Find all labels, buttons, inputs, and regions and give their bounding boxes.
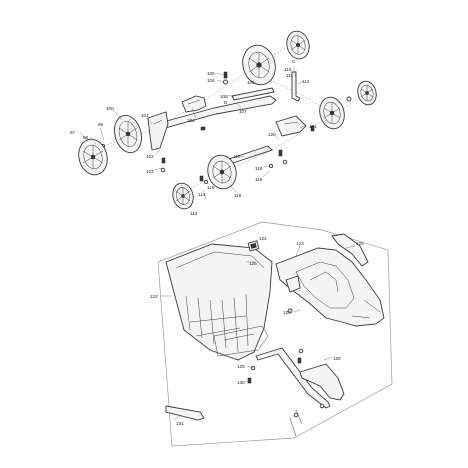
- callout-114: 114: [198, 192, 206, 197]
- callout-117: 117: [233, 154, 241, 159]
- warning-label: [247, 240, 260, 252]
- callout-C: C: [292, 59, 296, 64]
- callout-100: 100: [106, 106, 114, 111]
- lower-handle-rod: [255, 347, 345, 437]
- callout-120: 120: [268, 132, 276, 137]
- callout-115: 115: [207, 185, 215, 190]
- callout-128: 128: [333, 356, 341, 361]
- callout-111: 111: [286, 73, 293, 78]
- callout-127: 127: [283, 310, 291, 315]
- callout-106: 106: [207, 78, 215, 83]
- fasteners-lower: [247, 308, 325, 418]
- wheel-front-right-outer: [357, 80, 377, 106]
- callout-104: 104: [187, 118, 195, 123]
- wheel-rear-right-outer: [286, 30, 310, 60]
- wheel-front-right: [319, 96, 345, 130]
- bag-frame: [213, 325, 269, 357]
- callout-108: 108: [220, 94, 228, 99]
- grass-bag-assembly: 122 123 124 125 126 127 128 129 130 131: [150, 233, 385, 437]
- callout-123: 123: [296, 241, 304, 246]
- callout-113: 113: [190, 211, 198, 216]
- callout-119: 119: [255, 177, 263, 182]
- callout-131: 131: [176, 421, 184, 426]
- front-height-lever: [275, 115, 307, 137]
- leader-lines-top: [79, 66, 307, 200]
- tool-key: [165, 405, 205, 421]
- callouts-top: 97 98 99 100 101 102 103 104 105 106 107…: [70, 59, 317, 216]
- fasteners: [96, 71, 352, 185]
- callout-116: 116: [234, 193, 242, 198]
- rear-link-bar: [231, 87, 275, 101]
- bag-top-cover: [275, 247, 385, 327]
- rear-axle-rod: [151, 95, 277, 131]
- callout-99: 99: [98, 122, 104, 127]
- height-adjust-lever: [181, 95, 207, 113]
- callout-124: 124: [259, 236, 267, 241]
- rear-axle-bracket: [147, 111, 169, 151]
- callout-126: 126: [356, 241, 364, 246]
- wheel-rear-left: [114, 114, 142, 154]
- leader-lines-bottom: [161, 239, 356, 421]
- adjust-rod: [291, 71, 301, 102]
- wheel-front-left-outer: [172, 182, 194, 210]
- grass-bag: [165, 243, 273, 361]
- callout-101: 101: [141, 113, 149, 118]
- callout-130: 130: [237, 380, 245, 385]
- bag-assembly-frame: [157, 221, 393, 447]
- callouts-bottom: 122 123 124 125 126 127 128 129 130 131: [150, 236, 364, 426]
- callout-122: 122: [150, 294, 158, 299]
- callout-110: 110: [284, 67, 292, 72]
- callout-118: 118: [255, 166, 263, 171]
- callout-97: 97: [70, 130, 76, 135]
- wheel-axle-assembly: 97 98 99 100 101 102 103 104 105 106 107…: [70, 30, 377, 216]
- wheel-front-left: [207, 154, 237, 190]
- wheel-rear-left-outer: [78, 138, 108, 176]
- bag-handle-grip: [331, 233, 369, 267]
- callout-129: 129: [237, 364, 245, 369]
- callout-105: 105: [207, 71, 215, 76]
- callout-109: 109: [247, 80, 255, 85]
- callout-D: D: [224, 100, 228, 105]
- callout-103: 103: [146, 169, 154, 174]
- callout-121: 121: [309, 124, 317, 129]
- callout-102: 102: [146, 154, 154, 159]
- callout-98: 98: [83, 135, 89, 140]
- callout-125: 125: [249, 261, 257, 266]
- callout-107: 107: [239, 109, 247, 114]
- wheel-rear-right-inner: [242, 44, 276, 86]
- callout-112: 112: [302, 79, 310, 84]
